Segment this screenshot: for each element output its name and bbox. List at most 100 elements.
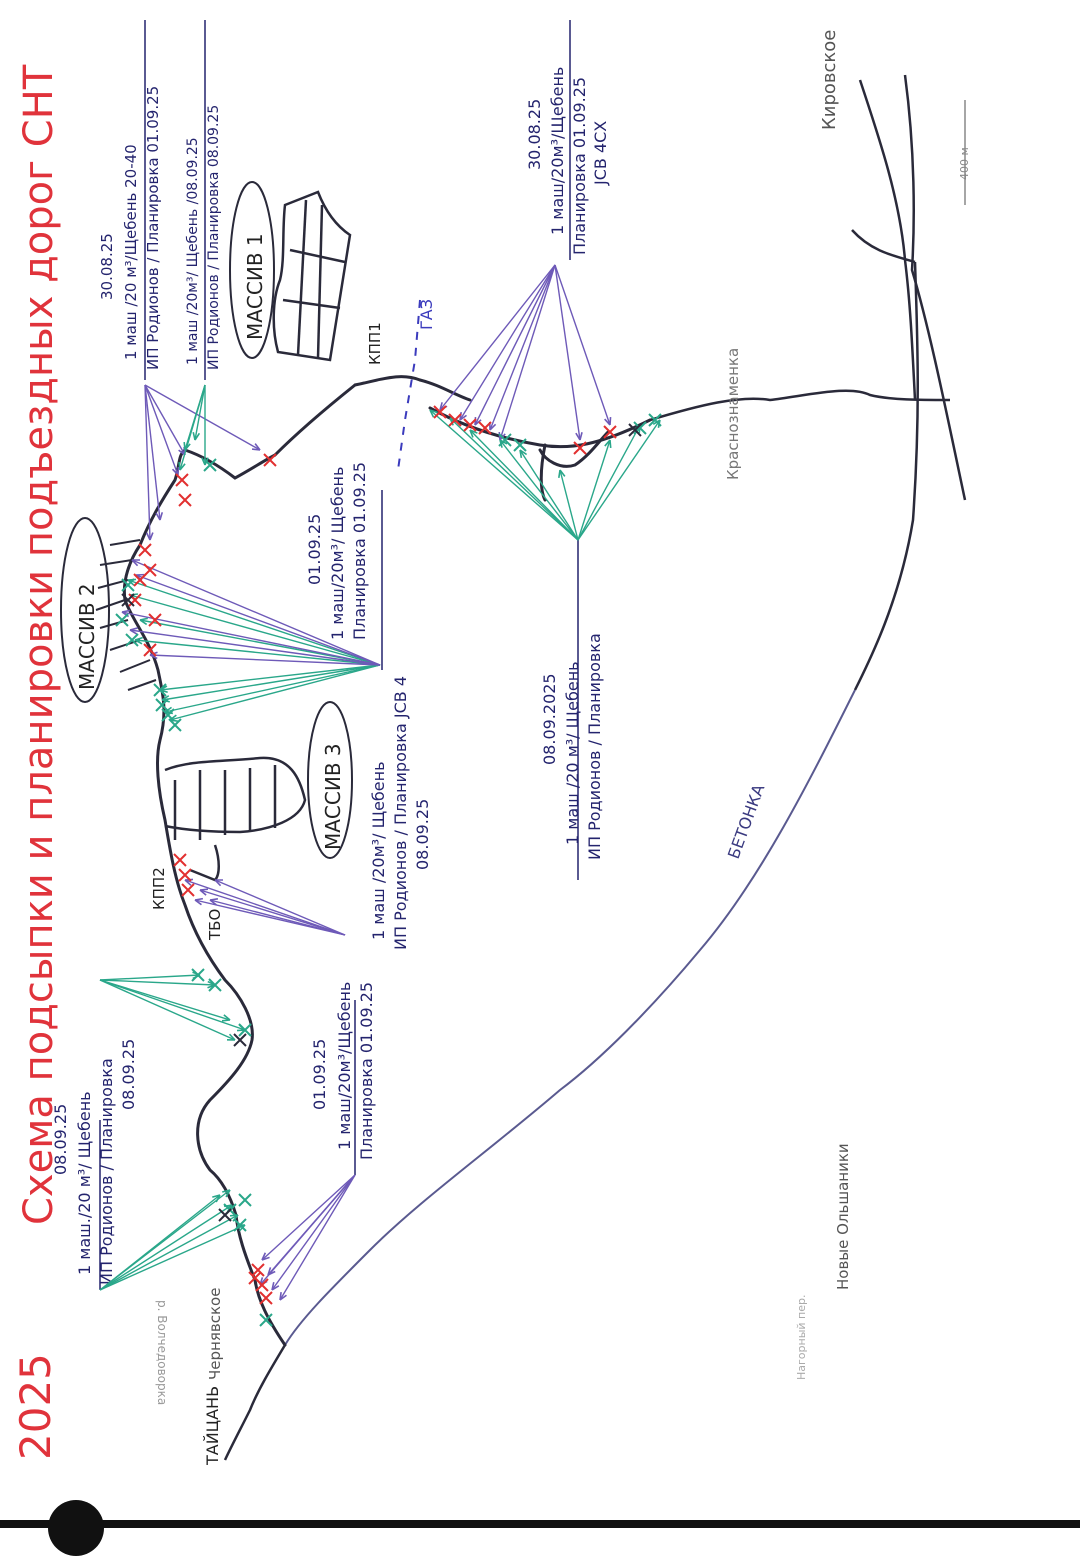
- label-novye: Новые Ольшаники: [834, 1143, 852, 1290]
- red-x-mark-6: [181, 883, 195, 897]
- label-kpp2: КПП2: [150, 867, 168, 910]
- note1-arrow-4: [99, 1189, 231, 1291]
- note1-arrow-1: [99, 1204, 233, 1291]
- label-kirovskoe: Кировское: [819, 30, 840, 130]
- dark-x-mark-0: [218, 1208, 232, 1222]
- road-kirovskoe-west: [858, 79, 917, 401]
- note1-arrow-3: [99, 1224, 246, 1291]
- red-x-mark-13: [175, 473, 189, 487]
- note-left-middle: 01.09.25 1 маш/20м³/Щебень Планировка 01…: [310, 982, 376, 1160]
- note1b-arrow-1: [99, 979, 216, 986]
- label-krasnoznamenka: Краснознаменка: [724, 348, 742, 480]
- note1-arrowhead-4: [222, 1189, 231, 1198]
- note-left-top: 08.09.25 1 маш./20 м³/ Щебень ИП Родионо…: [51, 1039, 138, 1285]
- note8-line1: 30.08.25: [525, 99, 544, 170]
- betonka-road: [284, 689, 856, 1346]
- note1b-arrow-0: [99, 974, 201, 981]
- green-x-mark-1: [233, 1218, 247, 1232]
- note8-arrowhead-1: [459, 411, 467, 421]
- green-x-mark-11: [121, 578, 135, 592]
- green-x-mark-10: [168, 718, 182, 732]
- note4-line2: 1 маш/20м³/ Щебень: [328, 467, 347, 640]
- label-chernyavskoe: Чернявское: [206, 1288, 224, 1380]
- note4g-arrow-7: [129, 594, 381, 666]
- note4g-arrowhead-5: [139, 617, 148, 626]
- green-x-mark-5: [208, 978, 222, 992]
- note5-line2: 1 маш /20 м³/Щебень 20-40: [122, 144, 140, 360]
- note5-arrowhead-2: [155, 512, 164, 521]
- red-x-mark-11: [143, 643, 157, 657]
- note7-line3: ИП Родионов / Планировка: [585, 633, 604, 860]
- red-x-mark-12: [148, 613, 162, 627]
- note8-line2: 1 маш/20м³/Щебень: [548, 67, 567, 235]
- green-x-mark-6: [238, 1023, 252, 1037]
- note7-arrow-8: [577, 419, 661, 541]
- red-x-mark-15: [263, 453, 277, 467]
- note4v-arrow-0: [131, 559, 381, 666]
- note2-arrowhead-2: [271, 1282, 280, 1291]
- note-massiv1-top: 30.08.25 1 маш /20 м³/Щебень 20-40 ИП Ро…: [98, 86, 162, 370]
- note3-arrow-4: [214, 879, 346, 936]
- note7-arrow-1: [449, 417, 579, 541]
- note6-arrow-3: [179, 384, 206, 471]
- note5-arrow-4: [144, 384, 179, 476]
- note8-arrowhead-6: [604, 416, 612, 426]
- note6-arrow-1: [194, 384, 206, 441]
- red-x-mark-5: [178, 868, 192, 882]
- note1-line3: ИП Родионов / Планировка: [97, 1058, 116, 1285]
- note7-arrowhead-5: [558, 469, 566, 479]
- note1b-arrowhead-2: [221, 1014, 231, 1022]
- note6-line2: ИП Родионов / Планировка 08.09.25: [206, 105, 222, 370]
- place-labels: ТАЙЦАНЬ р. Волчедоворка Чернявское Нагор…: [150, 30, 971, 1466]
- massiv-1-label: МАССИВ 1: [243, 233, 267, 340]
- label-taizhan: ТАЙЦАНЬ: [203, 1386, 222, 1466]
- note7-arrow-4: [519, 449, 579, 541]
- massiv-2-oval: [60, 517, 110, 703]
- label-river: р. Волчедоворка: [155, 1300, 169, 1405]
- note7-arrow-2: [469, 429, 579, 541]
- bottom-frame-bar: [0, 1520, 1080, 1528]
- green-x-mark-8: [155, 698, 169, 712]
- note5-arrow-2: [144, 384, 161, 521]
- note4g-arrowhead-4: [134, 636, 143, 645]
- note1b-arrow-4: [99, 979, 236, 1041]
- note4-line3: Планировка 01.09.25: [350, 462, 369, 640]
- red-x-mark-14: [178, 493, 192, 507]
- note7-arrowhead-6: [604, 439, 612, 449]
- note2-arrow-3: [279, 1174, 356, 1301]
- note2-arrowhead-3: [279, 1291, 287, 1301]
- note-right-bottom: 08.09.2025 1 маш /20 м³/ Щебень ИП Родио…: [540, 633, 604, 860]
- background-map-roads: [223, 74, 967, 1461]
- red-x-mark-18: [463, 418, 477, 432]
- red-x-mark-19: [478, 421, 492, 435]
- road-east-branch: [851, 229, 916, 264]
- red-x-mark-3: [248, 1271, 262, 1285]
- note-massiv1-right: 1 маш /20м³/ Щебень /08.09.25 ИП Родионо…: [185, 105, 222, 370]
- green-x-mark-15: [498, 433, 512, 447]
- gas-line: [397, 299, 421, 471]
- label-tbo: ТБО: [206, 909, 224, 941]
- note7-arrow-7: [577, 424, 641, 541]
- note7-arrowhead-4: [519, 449, 528, 459]
- note2-arrow-0: [261, 1174, 356, 1261]
- massiv-1-blocks: [272, 190, 352, 362]
- note4v-arrow-1: [135, 574, 381, 666]
- road-vertical-krasnozn: [853, 261, 919, 691]
- massiv-1-oval: [229, 181, 275, 359]
- note-massiv2: 01.09.25 1 маш/20м³/ Щебень Планировка 0…: [305, 462, 369, 640]
- note1b-arrow-2: [99, 979, 231, 1021]
- note4g-arrow-1: [161, 664, 381, 701]
- note5-arrowhead-1: [251, 443, 261, 451]
- massiv-2-label: МАССИВ 2: [75, 583, 99, 690]
- note3-line3: 08.09.25: [413, 799, 432, 870]
- note5-line3: ИП Родионов / Планировка 01.09.25: [144, 86, 162, 370]
- note6-arrowhead-3: [178, 461, 186, 471]
- red-x-mark-0: [251, 1263, 265, 1277]
- note4g-arrow-3: [169, 664, 381, 721]
- massiv-badges: МАССИВ 1 МАССИВ 2 МАССИВ 3: [60, 181, 353, 859]
- note8-arrow-2: [474, 264, 556, 426]
- note7-arrow-0: [429, 409, 579, 541]
- note4g-arrow-6: [127, 579, 381, 666]
- map-title-block: 2025 Схема подсыпки и планировки подъезд…: [11, 64, 62, 1460]
- dark-x-mark-2: [121, 593, 135, 607]
